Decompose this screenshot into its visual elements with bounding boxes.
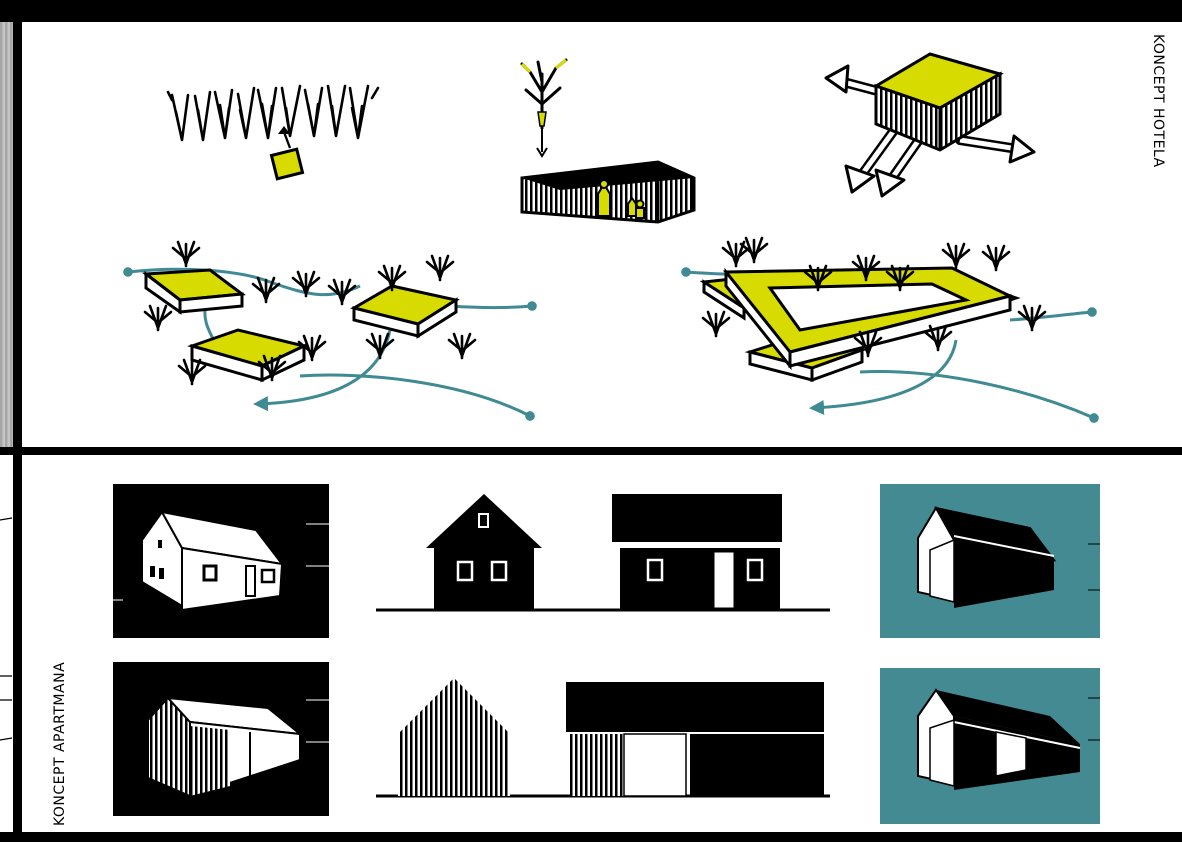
house-perspective-classic [113, 484, 329, 638]
house-perspective-slatted [113, 662, 329, 816]
elevation-slatted [376, 678, 830, 796]
hotel-concept-panel [22, 22, 1182, 447]
barn-concept-teal-1 [880, 484, 1100, 638]
hotel-concept-label: KONCEPT HOTELA [1150, 34, 1166, 168]
left-sketch-edge [0, 455, 13, 832]
barn-concept-teal-2 [880, 668, 1100, 824]
apartment-concept-label: KONCEPT APARTMANA [52, 662, 68, 826]
